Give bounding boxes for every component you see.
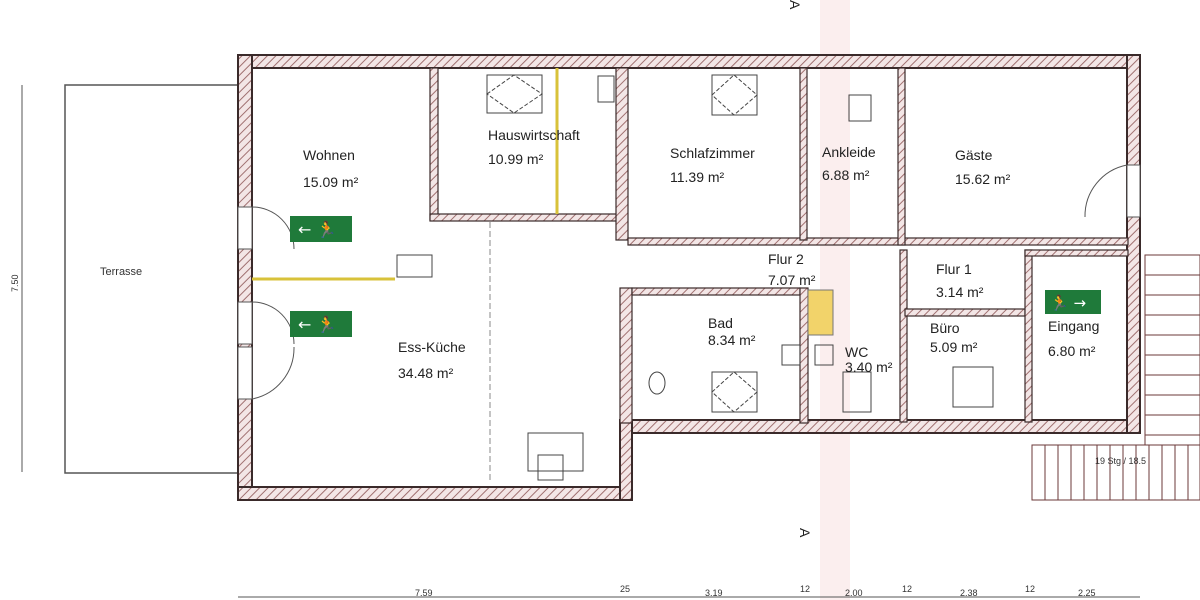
exterior-stairs — [1031, 254, 1200, 501]
room-area-bad: 8.34 m² — [708, 332, 756, 348]
terrace-label: Terrasse — [100, 266, 142, 278]
svg-text:2.00: 2.00 — [845, 588, 863, 598]
room-area-flur-1: 3.14 m² — [936, 284, 984, 300]
room-labels: Wohnen 15.09 m² Hauswirtschaft 10.99 m² … — [303, 127, 1099, 381]
svg-text:3.19: 3.19 — [705, 588, 723, 598]
room-area-ess-kueche: 34.48 m² — [398, 365, 454, 381]
room-area-flur-2: 7.07 m² — [768, 272, 816, 288]
room-name-schlafzimmer: Schlafzimmer — [670, 145, 755, 161]
exit-sign-eingang: 🏃 → — [1045, 290, 1101, 314]
exit-sign-wohnen: ← 🏃 — [290, 216, 352, 242]
room-area-buero: 5.09 m² — [930, 339, 978, 355]
stairs-label: 19 Stg / 18.5 — [1095, 456, 1146, 466]
svg-text:12: 12 — [1025, 584, 1035, 594]
svg-text:12: 12 — [902, 584, 912, 594]
room-name-ankleide: Ankleide — [822, 144, 876, 160]
svg-text:2.38: 2.38 — [960, 588, 978, 598]
room-name-gaeste: Gäste — [955, 147, 993, 163]
svg-text:← 🏃: ← 🏃 — [298, 220, 336, 239]
svg-text:2.25: 2.25 — [1078, 588, 1096, 598]
svg-text:← 🏃: ← 🏃 — [298, 315, 336, 334]
room-name-flur-1: Flur 1 — [936, 261, 972, 277]
room-name-wohnen: Wohnen — [303, 147, 355, 163]
svg-text:🏃 →: 🏃 → — [1050, 294, 1086, 312]
outer-walls — [237, 54, 1141, 501]
svg-text:7.59: 7.59 — [415, 588, 433, 598]
room-area-schlafzimmer: 11.39 m² — [670, 169, 725, 185]
room-name-bad: Bad — [708, 315, 733, 331]
svg-text:12: 12 — [800, 584, 810, 594]
room-name-ess-kueche: Ess-Küche — [398, 339, 466, 355]
room-name-eingang: Eingang — [1048, 318, 1099, 334]
exit-sign-ess-kueche: ← 🏃 — [290, 311, 352, 337]
room-area-wc: 3.40 m² — [845, 359, 893, 375]
room-area-wohnen: 15.09 m² — [303, 174, 359, 190]
room-name-buero: Büro — [930, 320, 960, 336]
room-name-wc: WC — [845, 344, 868, 360]
room-area-gaeste: 15.62 m² — [955, 171, 1011, 187]
room-name-flur-2: Flur 2 — [768, 251, 804, 267]
doors — [237, 164, 1141, 400]
section-marker-top: A — [787, 0, 803, 10]
room-name-hauswirtschaft: Hauswirtschaft — [488, 127, 580, 143]
svg-text:25: 25 — [620, 584, 630, 594]
room-area-hauswirtschaft: 10.99 m² — [488, 151, 544, 167]
terrace — [64, 84, 239, 474]
section-marker-bottom: A — [797, 528, 813, 538]
room-area-eingang: 6.80 m² — [1048, 343, 1096, 359]
bottom-dimension-line: 7.59 25 3.19 12 2.00 12 2.38 12 2.25 — [238, 584, 1140, 598]
fixtures — [396, 74, 994, 481]
room-area-ankleide: 6.88 m² — [822, 167, 870, 183]
interior-walls — [429, 67, 1129, 424]
vertical-dimension: 7.50 — [10, 274, 20, 292]
